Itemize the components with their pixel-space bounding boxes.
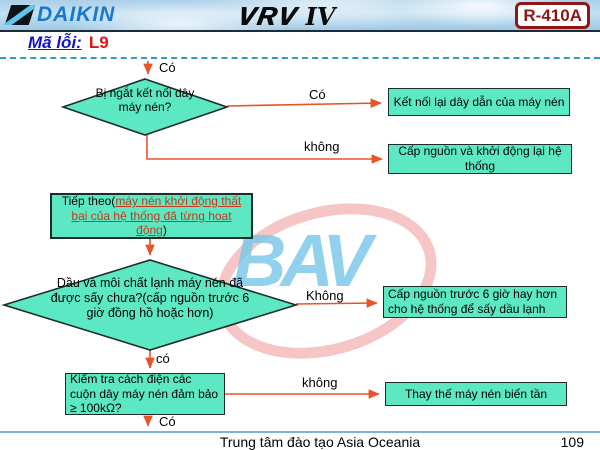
box-replace-compressor: Thay thế máy nén biến tần bbox=[385, 382, 567, 406]
footer-training-center: Trung tâm đào tạo Asia Oceania bbox=[219, 434, 421, 450]
box-next-suffix: ) bbox=[162, 223, 167, 238]
watermark-text: BAV bbox=[233, 219, 372, 302]
label-disconnect-yes: Có bbox=[309, 87, 326, 102]
connector-disconnect-yes bbox=[226, 98, 382, 109]
connector-disconnect-no bbox=[146, 134, 383, 164]
header-banner: DAIKIN VRV IV R-410A bbox=[0, 0, 600, 32]
box-restart: Cấp nguồn và khởi động lại hệ thống bbox=[388, 144, 572, 174]
box-next-step: Tiếp theo(máy nén khởi động thất bại của… bbox=[50, 193, 253, 239]
decision-diamond-disconnect bbox=[60, 78, 230, 136]
dashed-separator bbox=[0, 57, 600, 59]
box-reconnect: Kết nối lại dây dẫn của máy nén bbox=[388, 88, 570, 116]
diamond-disconnect-text: Bị ngắt kết nối dây máy nén? bbox=[95, 86, 195, 115]
vrv-logo: VRV IV bbox=[235, 1, 336, 32]
vrv-version-text: IV bbox=[305, 2, 336, 31]
daikin-logo: DAIKIN bbox=[4, 3, 116, 27]
label-entry-yes: Có bbox=[159, 60, 176, 75]
footer-page-number: 109 bbox=[560, 434, 584, 450]
label-insulation-no: không bbox=[302, 375, 338, 390]
error-code-value: L9 bbox=[88, 33, 109, 52]
error-code-row: Mã lỗi: L9 bbox=[28, 33, 109, 53]
daikin-brand-text: DAIKIN bbox=[37, 3, 116, 26]
label-dry-yes: có bbox=[156, 351, 170, 366]
footer-divider bbox=[0, 431, 600, 433]
label-insulation-yes: Có bbox=[159, 414, 176, 429]
box-next-highlight: máy nén khởi động thất bại của hệ thống … bbox=[71, 194, 242, 238]
refrigerant-badge: R-410A bbox=[515, 2, 590, 29]
label-disconnect-no: không bbox=[304, 139, 340, 154]
box-next-prefix: Tiếp theo( bbox=[61, 194, 116, 209]
decision-diamond-dry bbox=[1, 259, 299, 351]
box-power-6h: Cấp nguồn trước 6 giờ hay hơn cho hệ thố… bbox=[383, 286, 567, 318]
connector-dry-no bbox=[295, 298, 378, 308]
error-code-label: Mã lỗi: bbox=[28, 33, 82, 52]
box-insulation-check: Kiểm tra cách điện các cuộn dây máy nén … bbox=[65, 372, 225, 415]
diamond-dry-text: Dầu và môi chất lạnh máy nén đã được sấy… bbox=[50, 276, 250, 320]
label-dry-no: Không bbox=[306, 288, 344, 303]
